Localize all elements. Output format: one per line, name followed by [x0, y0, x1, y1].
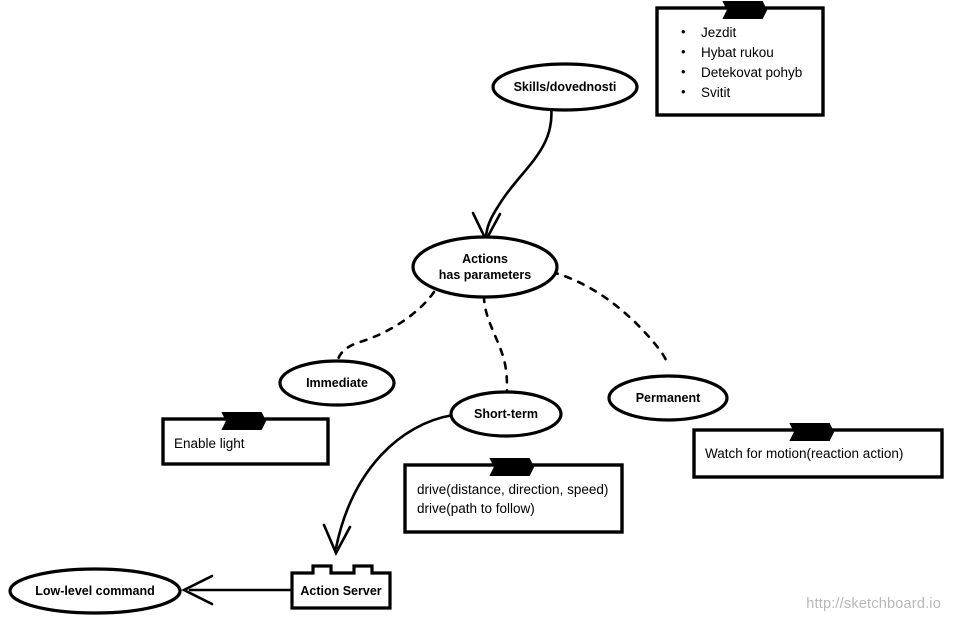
- list-item: Jezdit: [675, 22, 815, 43]
- note-text-shortterm-line1: drive(distance, direction, speed): [417, 482, 609, 497]
- node-shape-skills[interactable]: [491, 62, 639, 112]
- watermark-sketchboard: http://sketchboard.io: [806, 596, 941, 612]
- note-text-immediate: Enable light: [174, 436, 245, 451]
- node-shape-short-term[interactable]: [449, 390, 563, 438]
- node-shape-permanent[interactable]: [607, 374, 729, 422]
- list-item: Detekovat pohyb: [675, 62, 815, 83]
- tape-marker-immediate: [221, 412, 267, 430]
- node-shape-immediate[interactable]: [278, 359, 396, 407]
- tape-marker-skills-list: [722, 1, 768, 19]
- tape-marker-shortterm: [489, 458, 535, 476]
- edge-skills-to-actions: [484, 104, 553, 238]
- arrowhead-actionserver-to-lowlevel: [181, 574, 214, 606]
- note-text-shortterm-line2: drive(path to follow): [417, 501, 535, 516]
- note-list-skills: Jezdit Hybat rukou Detekovat pohyb Sviti…: [675, 22, 815, 103]
- node-shape-low-level-command[interactable]: [8, 567, 182, 615]
- edge-actions-to-permanent: [550, 270, 670, 368]
- arrowhead-shortterm-to-actionserver: [322, 523, 352, 556]
- list-item: Hybat rukou: [675, 42, 815, 63]
- node-shape-action-server[interactable]: [290, 564, 392, 610]
- note-text-permanent: Watch for motion(reaction action): [705, 446, 904, 461]
- edge-shortterm-to-actionserver: [334, 413, 455, 550]
- tape-marker-permanent: [789, 423, 835, 441]
- note-box-shortterm: [403, 463, 624, 534]
- list-item: Svitit: [675, 82, 815, 103]
- edge-actions-to-shortterm: [482, 294, 509, 394]
- edge-actions-to-immediate: [335, 290, 436, 366]
- node-shape-actions[interactable]: [411, 235, 559, 299]
